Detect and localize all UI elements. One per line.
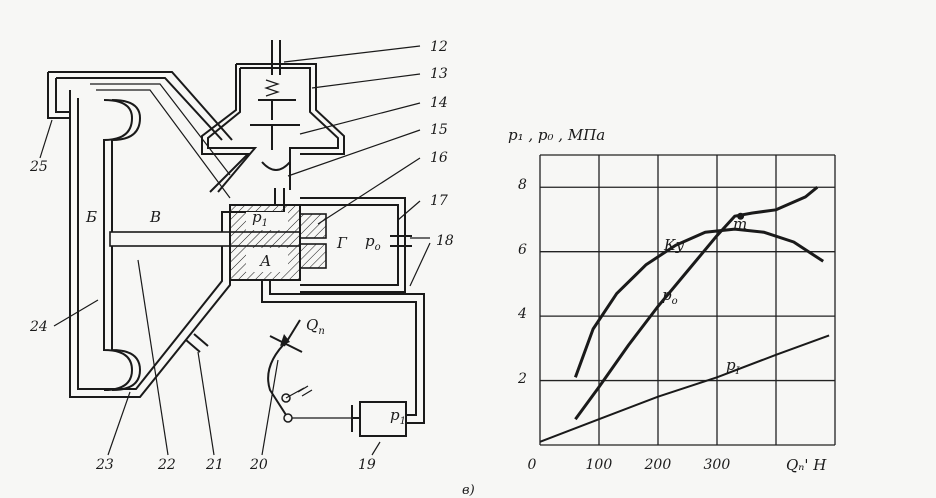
y-tick-label: 2	[518, 370, 527, 387]
part-label-21: 21	[206, 457, 224, 473]
figure-caption: в)	[462, 483, 475, 498]
chart-grid	[539, 154, 836, 446]
chamber-label-a: А	[260, 252, 272, 270]
part-label-14: 14	[430, 95, 448, 111]
part-label-23: 23	[96, 457, 114, 473]
part-label-20: 20	[250, 457, 268, 473]
p1-chamber-label: p1	[252, 208, 268, 229]
x-tick-label: 100	[585, 457, 613, 473]
x-tick-label: 0	[527, 457, 537, 473]
force-label: Qп	[306, 316, 325, 337]
part-label-19: 19	[358, 457, 376, 473]
part-label-15: 15	[430, 122, 448, 138]
part-label-24: 24	[30, 319, 48, 335]
part-label-18: 18	[436, 233, 454, 249]
p0-chamber-label: po	[365, 232, 381, 253]
pressure-chart	[539, 154, 836, 446]
part-label-17: 17	[430, 193, 448, 209]
part-label-22: 22	[158, 457, 176, 473]
part-label-13: 13	[430, 66, 448, 82]
x-tick-label: 200	[644, 457, 672, 473]
mechanism-drawing	[39, 40, 431, 456]
x-tick-label: 300	[703, 457, 731, 473]
curve-label-ku: Ку	[664, 236, 685, 254]
y-tick-label: 8	[518, 177, 527, 194]
chart-ylabel: p₁ , p₀ , МПа	[508, 126, 606, 144]
annotation-point	[737, 212, 745, 220]
series-line-2	[539, 334, 830, 443]
curve-label-p0: po	[662, 286, 678, 307]
annotation-m: m	[733, 215, 748, 233]
part-label-25: 25	[30, 159, 48, 175]
y-tick-label: 4	[518, 306, 527, 323]
series-line-0	[573, 227, 825, 378]
chamber-label-v: В	[150, 208, 162, 226]
p1-cylinder-label: p1	[390, 406, 406, 427]
part-label-16: 16	[430, 150, 448, 166]
y-tick-label: 6	[518, 241, 527, 258]
chamber-label-g: Г	[337, 234, 347, 252]
chart-xlabel: Qₙ' Н	[786, 456, 827, 474]
series-line-1	[574, 186, 819, 421]
curve-label-p1: pI	[726, 356, 740, 377]
part-label-12: 12	[430, 39, 448, 55]
chamber-label-b: Б	[86, 208, 98, 226]
chart-curves	[539, 186, 830, 443]
